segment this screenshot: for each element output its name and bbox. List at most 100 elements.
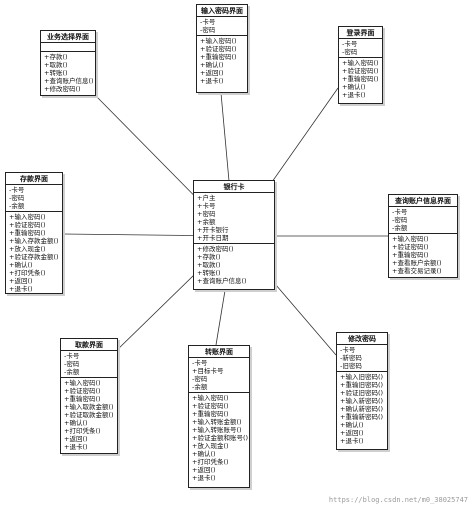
class-name: 转账界面	[189, 346, 249, 358]
operation: +转账()	[197, 269, 221, 277]
operation: +输入新密码()	[340, 397, 384, 405]
operation: +打印凭条()	[192, 458, 229, 466]
operations-section: +输入密码() +验证密码() +重输密码() +查看账户余额() +查看交易记…	[389, 234, 457, 276]
attribute: +开卡日期	[197, 234, 229, 242]
operation: +返回()	[9, 277, 33, 285]
operation: +返回()	[64, 435, 88, 443]
operation: +输入旧密码()	[340, 373, 384, 381]
class-transfer: 转账界面 -卡号 +目标卡号 -密码 -余额 +输入密码() +验证密码() +…	[188, 345, 250, 488]
class-deposit: 存款界面 -卡号 -密码 -余额 +输入密码() +验证密码() +重输密码()…	[5, 172, 63, 294]
class-withdraw: 取款界面 -卡号 -密码 -余额 +输入密码() +验证密码() +重输密码()…	[60, 338, 118, 454]
operation: +验证密码()	[9, 221, 46, 229]
operation: +确认()	[340, 421, 364, 429]
operation: +验证密码()	[342, 67, 379, 75]
attribute: -卡号	[392, 208, 408, 216]
operations-section: +修改密码() +存款() +取款() +转账() +查询账户信息()	[194, 244, 274, 286]
operation: +确认()	[342, 83, 366, 91]
operation: +输入密码()	[192, 394, 229, 402]
attribute: -卡号	[9, 186, 25, 194]
operation: +存款()	[44, 53, 68, 61]
operation: +重输密码()	[342, 75, 379, 83]
attribute: -密码	[200, 26, 216, 34]
operation: +输入密码()	[200, 37, 237, 45]
operations-section: +输入旧密码() +重输旧密码() +验证旧密码() +输入新密码() +确认新…	[337, 372, 387, 446]
operation: +确认()	[64, 419, 88, 427]
class-name: 存款界面	[6, 173, 62, 185]
class-name: 查询账户信息界面	[389, 195, 457, 207]
attribute: +余额	[197, 218, 216, 226]
operation: +返回()	[200, 69, 224, 77]
operation: +退卡()	[9, 285, 33, 293]
attribute: -余额	[9, 202, 25, 210]
class-name: 取款界面	[61, 339, 117, 351]
attribute: +目标卡号	[192, 367, 224, 375]
operation: +重输密码()	[9, 229, 46, 237]
attribute: -密码	[64, 360, 80, 368]
operations-section: +输入密码() +验证密码() +重输密码() +输入转账金额() +输入转账账…	[189, 393, 249, 483]
attribute: +开卡银行	[197, 226, 229, 234]
attribute: -密码	[392, 216, 408, 224]
attribute: -密码	[9, 194, 25, 202]
attribute: -卡号	[200, 18, 216, 26]
attribute: -卡号	[340, 346, 356, 354]
operation: +重输新密码()	[340, 413, 384, 421]
operation: +输入密码()	[392, 235, 429, 243]
operation: +确认()	[9, 261, 33, 269]
operation: +重输旧密码()	[340, 381, 384, 389]
operation: +放入现金()	[192, 442, 229, 450]
class-business-select: 业务选择界面 +存款() +取款() +转账() +查询账户信息() +修改密码…	[40, 30, 96, 96]
operations-section: +输入密码() +验证密码() +重输密码() +确认() +返回() +退卡(…	[197, 36, 247, 86]
operation: +重输密码()	[200, 53, 237, 61]
operation: +输入密码()	[342, 59, 379, 67]
operation: +查看交易记录()	[392, 267, 442, 275]
operation: +存款()	[197, 253, 221, 261]
attribute: +户主	[197, 194, 216, 202]
attributes-section: -卡号 -密码 -余额	[61, 351, 117, 378]
operation: +验证存款金额()	[9, 253, 59, 261]
operation: +返回()	[192, 466, 216, 474]
operation: +查看账户余额()	[392, 259, 442, 267]
operation: +修改密码()	[197, 245, 234, 253]
operation: +取款()	[197, 261, 221, 269]
class-name: 输入密码界面	[197, 5, 247, 17]
operation: +输入密码()	[64, 379, 101, 387]
operation: +验证金额和账号()	[192, 434, 249, 442]
attribute: -卡号	[64, 352, 80, 360]
attribute: -密码	[192, 375, 208, 383]
attribute: +卡号	[197, 202, 216, 210]
operation: +转账()	[44, 69, 68, 77]
operation: +验证取款金额()	[64, 411, 114, 419]
attributes-section: -卡号 -密码 -余额	[6, 185, 62, 212]
attribute: -卡号	[342, 40, 358, 48]
class-query-account: 查询账户信息界面 -卡号 -密码 -余额 +输入密码() +验证密码() +重输…	[388, 194, 458, 278]
operation: +退卡()	[340, 437, 364, 445]
attribute: -余额	[192, 383, 208, 391]
operation: +修改密码()	[44, 85, 81, 93]
operation: +重输密码()	[392, 251, 429, 259]
operation: +输入存款金额()	[9, 237, 59, 245]
operation: +打印凭条()	[64, 427, 101, 435]
operation: +验证密码()	[64, 387, 101, 395]
attributes-section: +户主 +卡号 +密码 +余额 +开卡银行 +开卡日期	[194, 193, 274, 244]
class-name: 业务选择界面	[41, 31, 95, 43]
operation: +确认()	[192, 450, 216, 458]
class-name: 登录界面	[339, 27, 382, 39]
class-name: 银行卡	[194, 181, 274, 193]
attributes-section: -卡号 -密码	[197, 17, 247, 36]
operation: +确认()	[200, 61, 224, 69]
operation: +重输密码()	[64, 395, 101, 403]
attribute: -密码	[342, 48, 358, 56]
operation: +输入密码()	[9, 213, 46, 221]
operations-section: +存款() +取款() +转账() +查询账户信息() +修改密码()	[41, 52, 95, 94]
attribute: -新密码	[340, 354, 362, 362]
operation: +输入转账金额()	[192, 418, 242, 426]
operation: +验证密码()	[392, 243, 429, 251]
operation: +验证旧密码()	[340, 389, 384, 397]
operations-section: +输入密码() +验证密码() +重输密码() +输入存款金额() +放入现金(…	[6, 212, 62, 293]
attribute: -余额	[64, 368, 80, 376]
operation: +查询账户信息()	[197, 277, 247, 285]
attributes-section: -卡号 -密码 -余额	[389, 207, 457, 234]
attributes-section	[41, 43, 95, 52]
operation: +打印凭条()	[9, 269, 46, 277]
